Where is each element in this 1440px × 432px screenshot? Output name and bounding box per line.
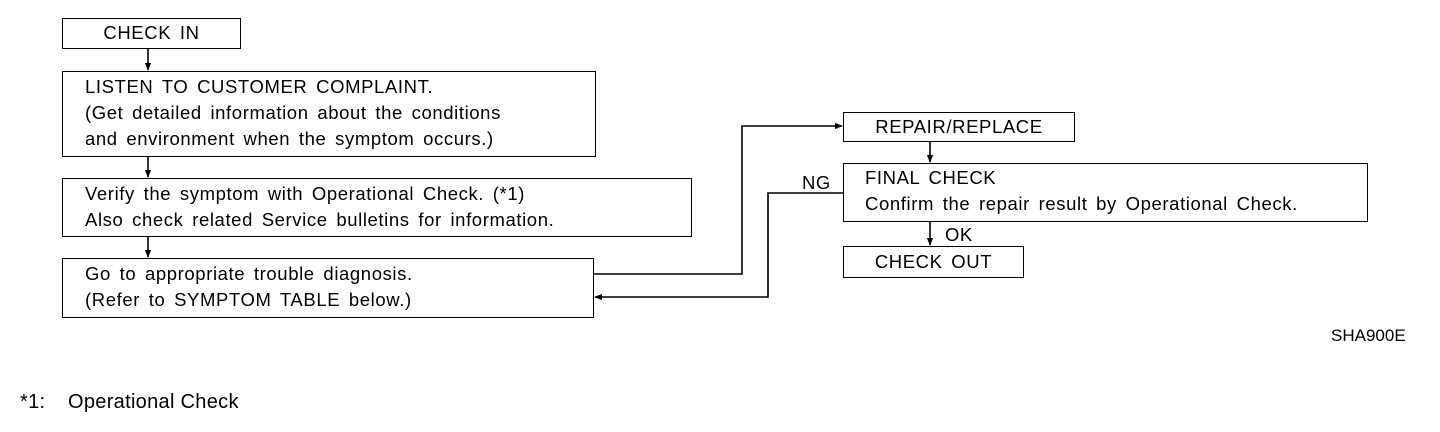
repair-replace-box: REPAIR/REPLACE bbox=[843, 112, 1075, 142]
listen-line-2: (Get detailed information about the cond… bbox=[85, 102, 501, 123]
ok-label: OK bbox=[945, 224, 973, 245]
check-out-box: CHECK OUT bbox=[843, 246, 1024, 278]
ng-label: NG bbox=[802, 172, 831, 193]
listen-line-1: LISTEN TO CUSTOMER COMPLAINT. bbox=[85, 76, 434, 97]
footnote: *1: Operational Check bbox=[20, 391, 239, 414]
check-in-label: CHECK IN bbox=[103, 22, 200, 43]
trouble-diagnosis-box: Go to appropriate trouble diagnosis. (Re… bbox=[62, 258, 594, 318]
final-check-box: FINAL CHECK Confirm the repair result by… bbox=[843, 163, 1368, 222]
goto-line-2: (Refer to SYMPTOM TABLE below.) bbox=[85, 289, 412, 310]
listen-line-3: and environment when the symptom occurs.… bbox=[85, 128, 494, 149]
final-line-1: FINAL CHECK bbox=[865, 167, 997, 188]
verify-line-2: Also check related Service bulletins for… bbox=[85, 209, 555, 230]
goto-line-1: Go to appropriate trouble diagnosis. bbox=[85, 263, 413, 284]
repair-label: REPAIR/REPLACE bbox=[875, 116, 1043, 137]
verify-line-1: Verify the symptom with Operational Chec… bbox=[85, 183, 525, 204]
footnote-text: Operational Check bbox=[68, 391, 239, 413]
figure-code: SHA900E bbox=[1331, 326, 1406, 345]
check-out-label: CHECK OUT bbox=[874, 251, 993, 272]
footnote-mark: *1: bbox=[20, 391, 46, 413]
final-line-2: Confirm the repair result by Operational… bbox=[865, 193, 1298, 214]
check-in-box: CHECK IN bbox=[62, 18, 241, 49]
listen-complaint-box: LISTEN TO CUSTOMER COMPLAINT. (Get detai… bbox=[62, 71, 596, 157]
verify-symptom-box: Verify the symptom with Operational Chec… bbox=[62, 178, 692, 237]
